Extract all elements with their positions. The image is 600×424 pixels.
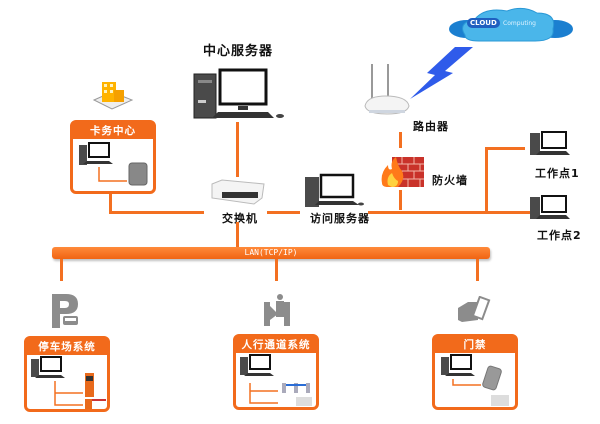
turnstile-icon	[264, 294, 290, 326]
lightning-icon	[410, 47, 473, 99]
switch-label: 交换机	[222, 212, 258, 225]
card-center-equipment	[79, 142, 148, 186]
parking-equipment	[31, 356, 106, 409]
subsystem-access-title: 门禁	[435, 337, 515, 353]
switch-icon[interactable]	[208, 178, 266, 206]
access-equipment	[441, 354, 509, 406]
workstation-1-label: 工作点1	[535, 167, 580, 180]
parking-icon	[52, 294, 78, 328]
workstation-2-label: 工作点2	[537, 229, 582, 242]
lan-bus: LAN(TCP/IP)	[52, 247, 490, 259]
building-icon	[92, 82, 134, 110]
subsystem-pedestrian[interactable]: 人行通道系统	[233, 334, 319, 410]
visitor-server-icon[interactable]	[303, 173, 365, 209]
card-center-box[interactable]: 卡务中心	[70, 120, 156, 194]
firewall-label: 防火墙	[432, 174, 468, 187]
subsystem-parking-title: 停车场系统	[27, 339, 107, 355]
router-icon[interactable]	[363, 62, 413, 122]
central-server-icon[interactable]	[192, 68, 287, 122]
pedestrian-equipment	[240, 354, 312, 406]
subsystem-parking[interactable]: 停车场系统	[24, 336, 110, 412]
cloud-computing: CLOUD Computing	[445, 5, 575, 45]
central-server-label: 中心服务器	[203, 44, 274, 59]
visitor-server-label: 访问服务器	[310, 212, 370, 225]
router-label: 路由器	[413, 120, 449, 133]
subsystem-pedestrian-title: 人行通道系统	[236, 337, 316, 353]
card-swipe-icon	[458, 296, 491, 322]
card-center-title: 卡务中心	[73, 123, 153, 139]
subsystem-access-control[interactable]: 门禁	[432, 334, 518, 410]
workstation-1-icon[interactable]	[528, 131, 572, 159]
firewall-icon[interactable]	[380, 155, 426, 189]
cloud-sub-label: Computing	[503, 20, 536, 27]
cloud-brand-label: CLOUD	[467, 18, 500, 28]
workstation-2-icon[interactable]	[528, 195, 572, 223]
